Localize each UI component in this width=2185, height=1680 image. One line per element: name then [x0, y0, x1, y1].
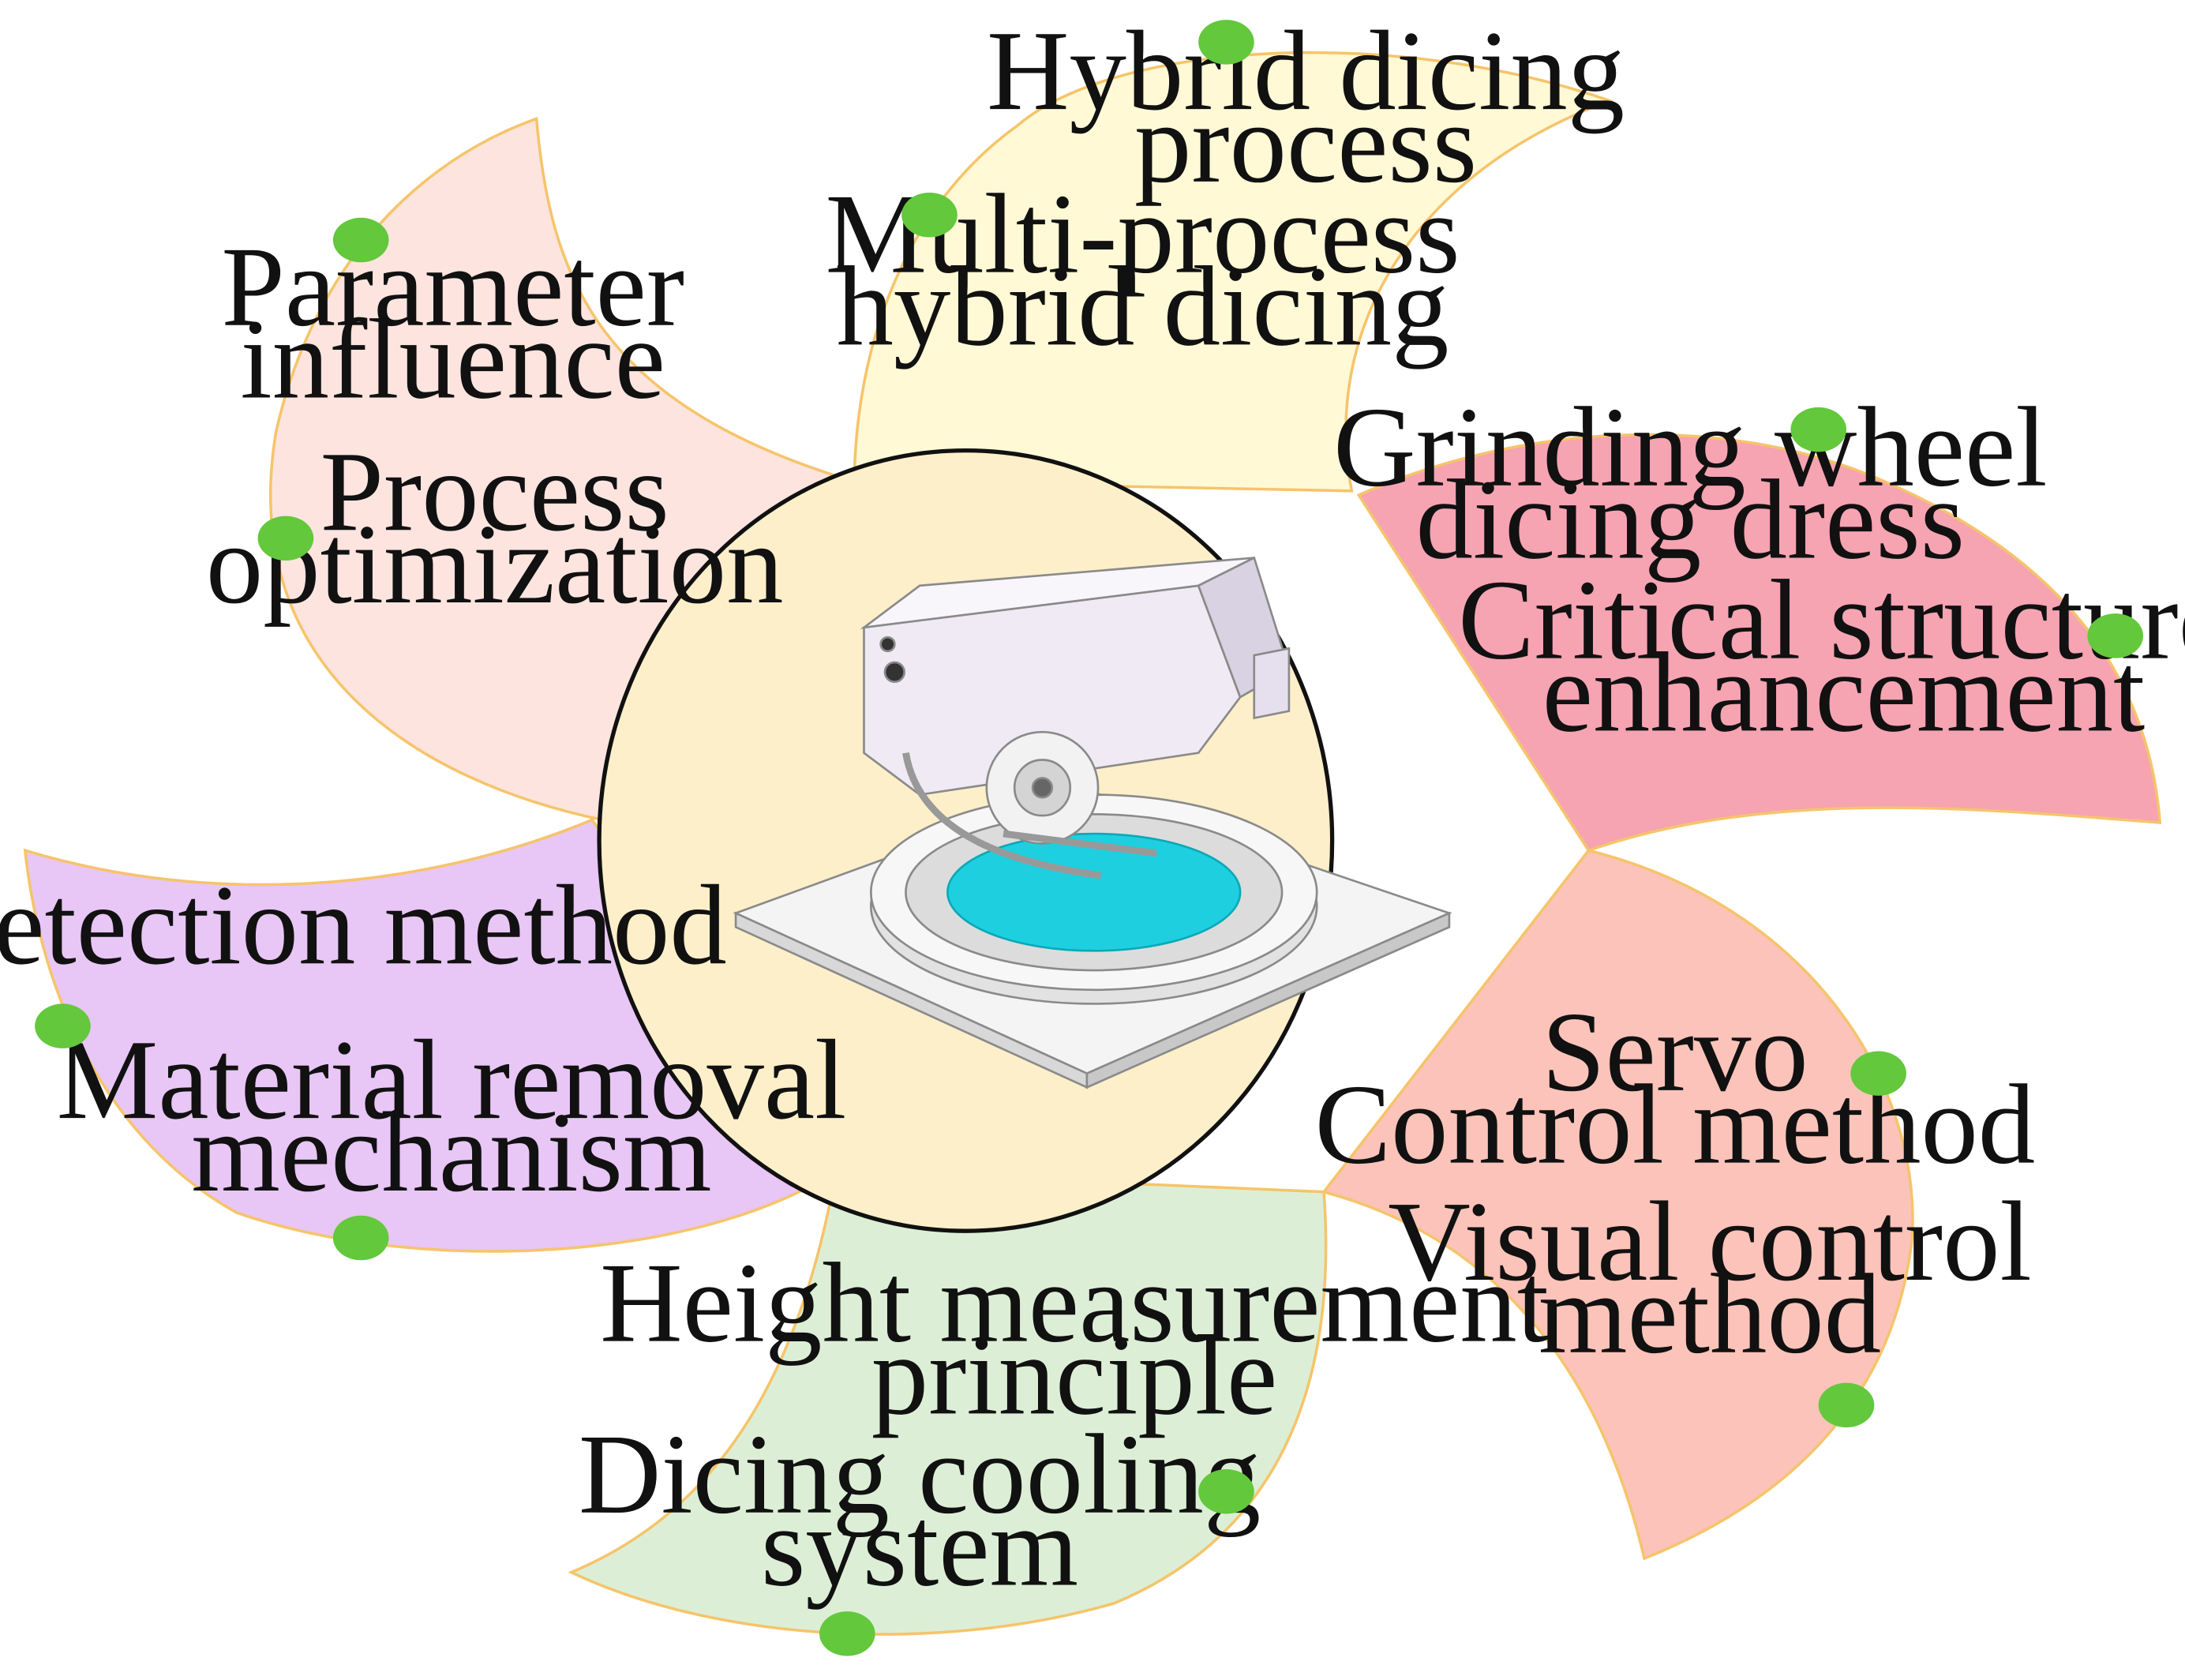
label-hybrid-dicing-process-line1: Hybrid dicing: [987, 8, 1625, 134]
marker-dots: [35, 20, 2144, 1656]
label-visual-control-method-line2: method: [1538, 1251, 1881, 1378]
label-critical-structure-enhancement-line1: Critical structure: [1458, 557, 2185, 684]
petal-hybrid: [853, 51, 1614, 493]
dot-marker: [332, 1215, 389, 1261]
dot-marker: [901, 193, 958, 238]
label-grinding-wheel-dicing-dress-line2: dicing dress: [1416, 457, 1965, 583]
dot-marker: [35, 1003, 91, 1048]
label-visual-control-method-line1: Visual control: [1388, 1179, 2031, 1305]
label-parameter-influence-line1: Parameter: [221, 224, 684, 351]
label-critical-structure-enhancement-line2: enhancement: [1542, 629, 2146, 756]
dot-marker: [1818, 1382, 1875, 1428]
dot-marker: [257, 516, 314, 561]
label-material-removal-mechanism-line1: Material removal: [57, 1017, 847, 1143]
label-detection-method: Detection method: [0, 862, 727, 988]
label-multi-process-hybrid-dicing-line2: hybrid dicing: [837, 243, 1449, 369]
label-servo-control-method-line2: Control method: [1315, 1062, 2036, 1188]
petal-servo: [1321, 849, 1914, 1561]
label-process-optimization-line1: Process: [320, 429, 669, 555]
label-hybrid-dicing-process-line2: process: [1134, 81, 1477, 207]
dicing-machine-illustration: [733, 556, 1452, 1089]
label-height-measurement-principle-line1: Height measurement: [600, 1240, 1549, 1367]
label-material-removal-mechanism-line2: mechanism: [191, 1089, 711, 1216]
dot-marker: [819, 1611, 875, 1656]
label-dicing-cooling-system-line1: Dicing cooling: [579, 1412, 1261, 1538]
dot-marker: [1850, 1051, 1906, 1096]
dot-marker: [1198, 20, 1254, 65]
label-detection-method-line1: Detection method: [0, 862, 727, 988]
label-height-measurement-principle-line2: principle: [871, 1312, 1277, 1438]
dot-marker: [1790, 407, 1847, 452]
label-dicing-cooling-system-line2: system: [761, 1484, 1078, 1611]
label-parameter-influence-line2: influence: [240, 297, 665, 423]
dot-marker: [2087, 613, 2144, 658]
label-grinding-wheel-dicing-dress-line1: Grinding wheel: [1333, 384, 2047, 511]
dot-marker: [1198, 1469, 1254, 1514]
petal-grinding: [1356, 433, 2162, 853]
dot-marker: [332, 217, 389, 263]
label-servo-control-method-line1: Servo: [1542, 989, 1808, 1116]
